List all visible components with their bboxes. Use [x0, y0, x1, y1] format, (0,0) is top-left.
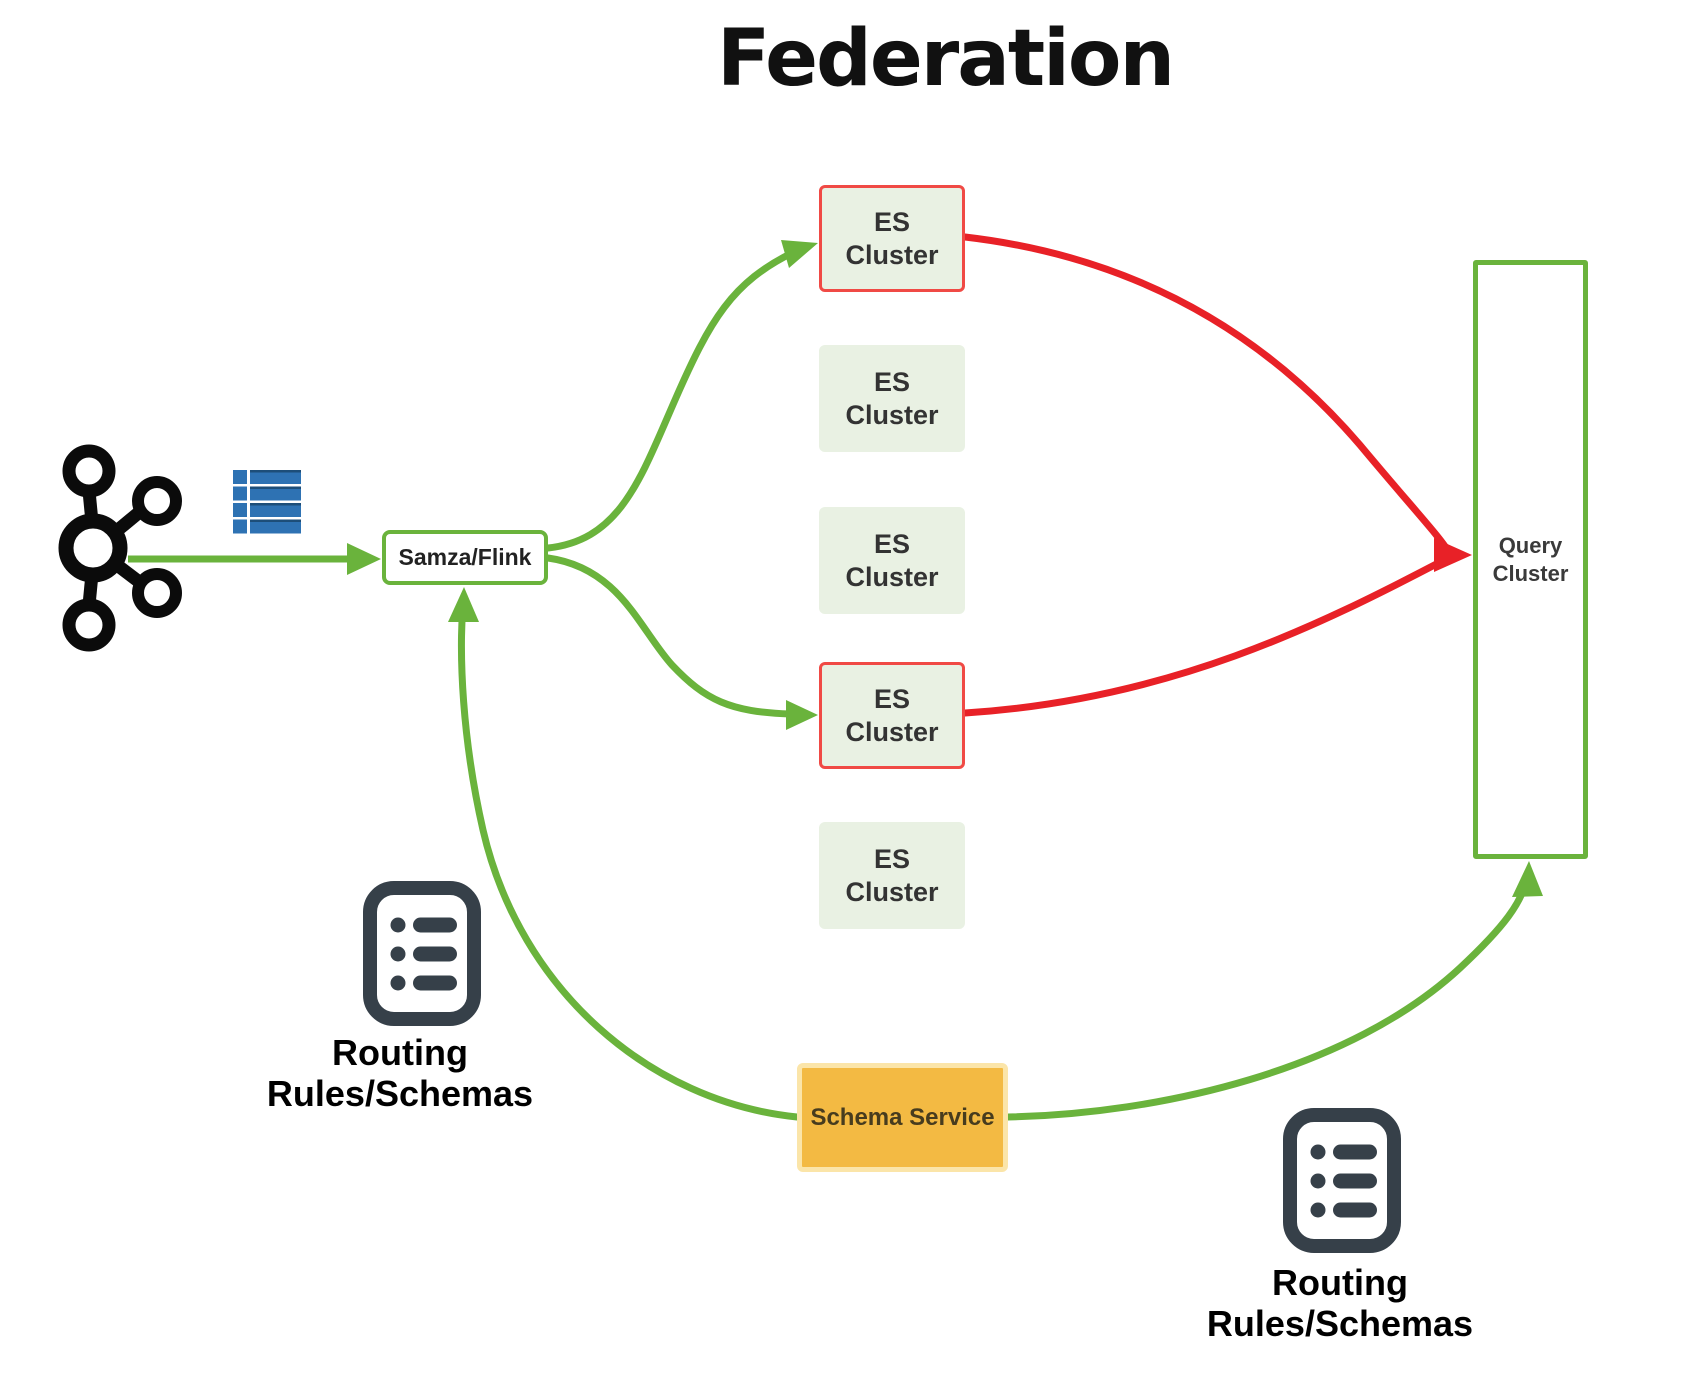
es-cluster-3-label: ES Cluster — [845, 528, 939, 592]
query-cluster-label: Query Cluster — [1492, 532, 1569, 586]
edge-schema-to-query — [1004, 874, 1531, 1121]
es-cluster-5-label: ES Cluster — [845, 843, 939, 907]
arrowhead-to-query-left — [1434, 538, 1472, 572]
node-schema-service: Schema Service — [797, 1063, 1008, 1172]
node-es-cluster-4: ES Cluster — [819, 662, 965, 769]
node-samza-flink: Samza/Flink — [382, 530, 548, 585]
edge-samza-to-es4 — [544, 554, 794, 718]
schema-service-label: Schema Service — [810, 1103, 995, 1131]
node-es-cluster-5: ES Cluster — [819, 822, 965, 929]
diagram-title: Federation — [717, 14, 1175, 104]
node-es-cluster-1: ES Cluster — [819, 185, 965, 292]
es-cluster-4-label: ES Cluster — [845, 683, 939, 747]
node-es-cluster-2: ES Cluster — [819, 345, 965, 452]
topic-table-icon — [233, 470, 301, 534]
samza-flink-label: Samza/Flink — [398, 544, 532, 570]
kafka-icon — [58, 444, 182, 652]
routing-rules-icon-left — [363, 881, 481, 1026]
es-cluster-1-label: ES Cluster — [845, 206, 939, 270]
arrowhead-schema-to-query — [1512, 861, 1543, 897]
node-es-cluster-3: ES Cluster — [819, 507, 965, 614]
node-query-cluster: Query Cluster — [1473, 260, 1588, 859]
routing-rules-icon-right — [1283, 1108, 1401, 1253]
edge-samza-to-es1 — [544, 248, 798, 552]
routing-rules-label-right: Routing Rules/Schemas — [1206, 1262, 1474, 1344]
es-cluster-2-label: ES Cluster — [845, 366, 939, 430]
arrowhead-schema-to-samza — [448, 587, 479, 622]
arrowhead-samza-to-es4 — [786, 700, 818, 730]
routing-rules-label-left: Routing Rules/Schemas — [266, 1032, 534, 1114]
edge-es1-to-query — [961, 233, 1452, 555]
arrowhead-samza-to-es1 — [781, 240, 818, 268]
edge-schema-to-samza — [457, 600, 801, 1121]
arrowhead-kafka-to-samza — [347, 543, 381, 575]
edge-es4-to-query — [961, 555, 1450, 717]
